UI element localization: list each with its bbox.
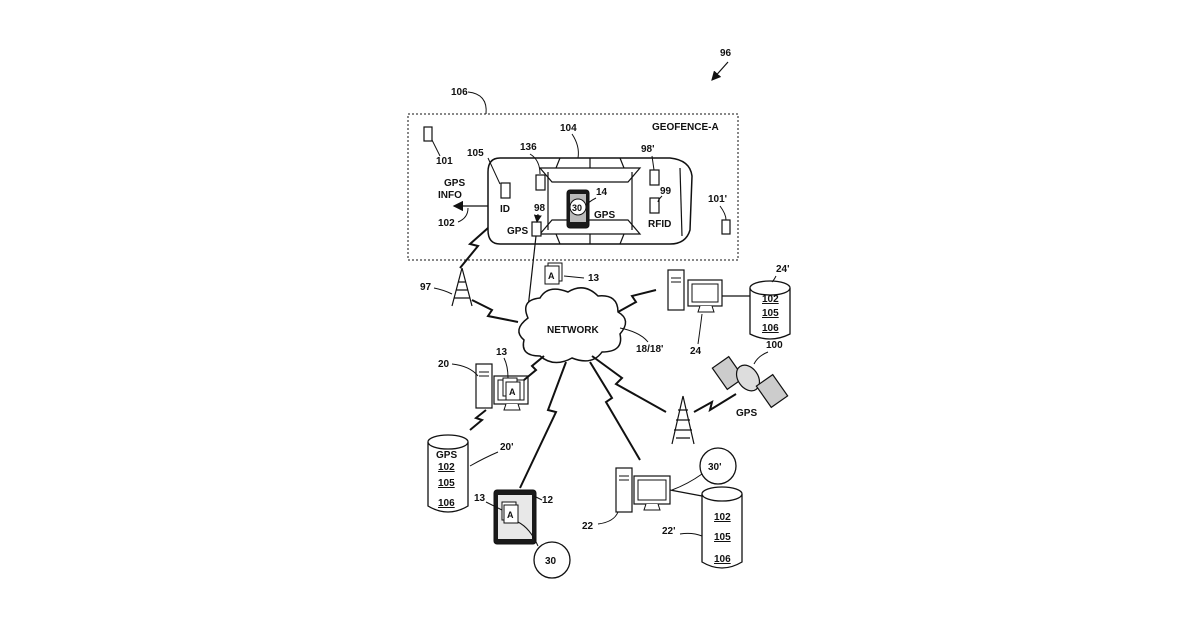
computer-20-leader [452,364,478,376]
database-22-leader [680,533,702,536]
geofence-leader [468,92,486,114]
cell-tower-center [672,396,694,444]
gps-info-label-line1: GPS [444,178,465,189]
vehicle-roof-rear [540,220,640,234]
db-22-item-1: 105 [714,532,731,543]
figure-ref-label: 96 [720,48,732,59]
phone-ref-label: 14 [596,187,608,198]
database-20-leader [470,452,498,466]
car-tower-link [460,228,488,268]
network-computer24-link [618,290,656,312]
svg-text:A: A [509,387,516,397]
db-20-item-2: 106 [438,498,455,509]
gps-info-leader [458,208,468,222]
id-label: ID [500,204,510,215]
device-98-prime [650,170,659,185]
database-24-label: 24' [776,264,790,275]
gps-device-label: GPS [507,226,528,237]
device-101-prime-leader [720,206,726,220]
figure-ref-arrow [712,62,728,80]
computer22-db-line [670,490,702,496]
satellite-label: GPS [736,408,757,419]
id-device-ref-label: 105 [467,148,484,159]
cell-tower-97 [452,268,472,306]
document-network-ref: 13 [588,273,600,284]
db-22-item-2: 106 [714,554,731,565]
computer-22-circle-leader [672,474,702,490]
tablet-ref: 12 [542,495,554,506]
computer-22-label: 22 [582,521,594,532]
gps-info-label-line2: INFO [438,190,462,201]
id-device [501,183,510,198]
tower-network-link [472,300,518,322]
computer-20-doc-ref: 13 [496,347,508,358]
db-20-item-1: 105 [438,478,455,489]
satellite-icon [712,357,787,408]
tablet-device: A [494,490,536,544]
db-20-item-0: 102 [438,462,455,473]
network-label: NETWORK [547,325,599,336]
phone-circle-label: 30 [572,203,582,213]
computer-22 [616,468,670,512]
tower-satellite-link [694,394,736,412]
computer-20-doc-leader [504,358,508,378]
car-network-line [528,236,536,308]
computer-22-circle-label: 30' [708,462,722,473]
tower-97-label: 97 [420,282,432,293]
satellite-leader [754,352,768,364]
computer20-db-link [470,410,486,430]
computer-22-leader [598,512,618,524]
device-98-prime-label: 98' [641,144,655,155]
network-computer20-link [524,356,544,380]
computer-20-label: 20 [438,359,450,370]
geofence-title: GEOFENCE-A [652,122,719,133]
gps-device [532,222,541,236]
db-22-item-0: 102 [714,512,731,523]
db-20-title: GPS [436,450,457,461]
geofence-ref-label: 106 [451,87,468,98]
document-network-leader [564,276,584,278]
device-136-label: 136 [520,142,537,153]
rfid-device [650,198,659,213]
database-20-label: 20' [500,442,514,453]
gps-device-ref-label: 98 [534,203,546,214]
computer-24 [668,270,722,312]
vehicle-leader [572,134,578,158]
tablet-circle-label: 30 [545,556,557,567]
rfid-label: RFID [648,219,671,230]
device-101-prime [722,220,730,234]
phone-gps-label: GPS [594,210,615,221]
vehicle-roof-front [540,168,640,182]
gps-info-ref-label: 102 [438,218,455,229]
computer-24-leader [698,314,702,344]
db-24-item-0: 102 [762,294,779,305]
svg-text:A: A [548,271,555,281]
device-101 [424,127,432,141]
device-101-leader [432,140,440,156]
device-136 [536,175,545,190]
device-101-prime-label: 101' [708,194,727,205]
tablet-doc-ref: 13 [474,493,486,504]
device-101-label: 101 [436,156,453,167]
document-icon-network: A [545,263,562,284]
satellite-ref-label: 100 [766,340,783,351]
computer-20: A [476,364,528,410]
network-computer22-link [590,362,640,460]
db-24-item-2: 106 [762,323,779,334]
rfid-device-ref-label: 99 [660,186,672,197]
database-22-label: 22' [662,526,676,537]
vehicle-ref-label: 104 [560,123,577,134]
svg-text:A: A [507,510,514,520]
network-ref-leader [620,328,648,342]
computer-24-label: 24 [690,346,702,357]
network-ref-label: 18/18' [636,344,663,355]
tower-97-leader [434,288,452,294]
db-24-item-1: 105 [762,308,779,319]
